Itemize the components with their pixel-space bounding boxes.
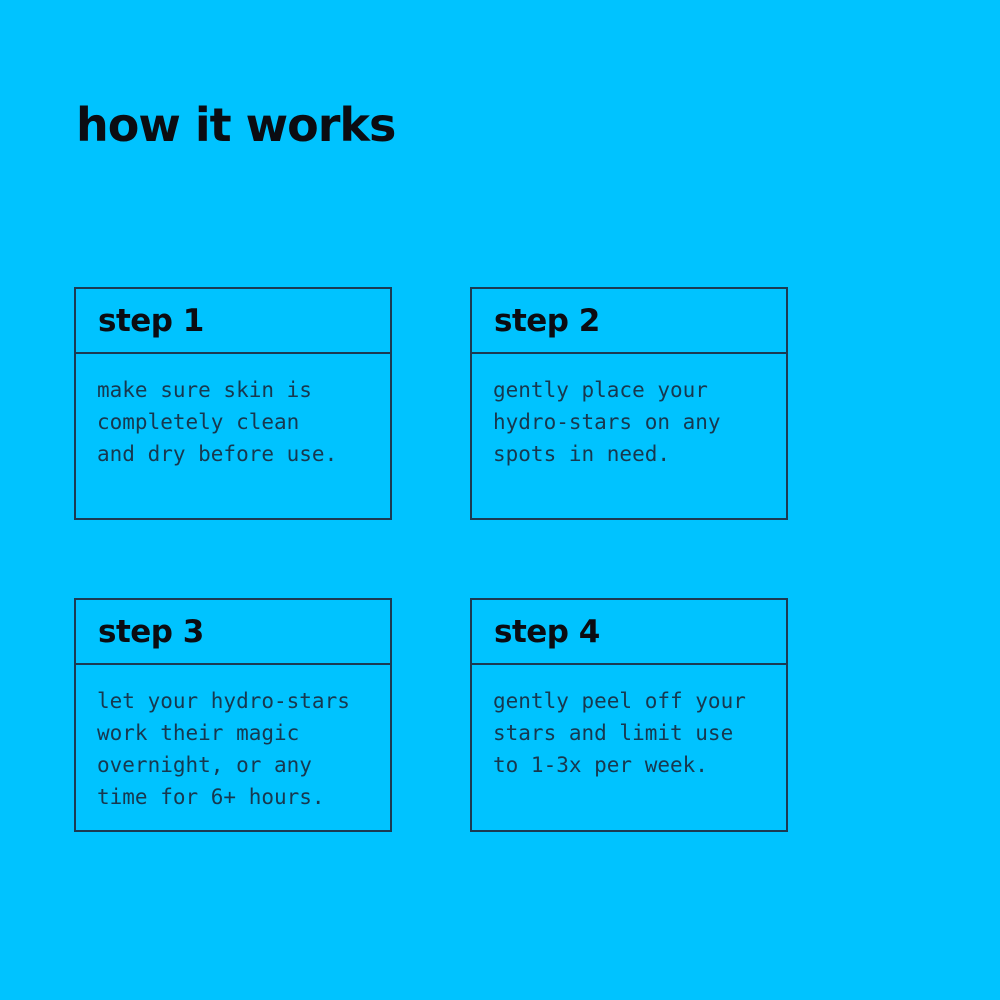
step-3-label: step 3 — [76, 600, 390, 665]
step-3-description: let your hydro-stars work their magic ov… — [97, 689, 350, 809]
page-title: how it works — [76, 98, 396, 152]
step-4-box: step 4 gently peel off your stars and li… — [470, 598, 788, 832]
step-2-description: gently place your hydro-stars on any spo… — [493, 378, 721, 466]
step-1-description: make sure skin is completely clean and d… — [97, 378, 338, 466]
step-2-box: step 2 gently place your hydro-stars on … — [470, 287, 788, 520]
step-4-label: step 4 — [472, 600, 786, 665]
step-3-box: step 3 let your hydro-stars work their m… — [74, 598, 392, 832]
step-2-label: step 2 — [472, 289, 786, 354]
step-1-box: step 1 make sure skin is completely clea… — [74, 287, 392, 520]
step-1-label: step 1 — [76, 289, 390, 354]
step-4-description: gently peel off your stars and limit use… — [493, 689, 746, 777]
